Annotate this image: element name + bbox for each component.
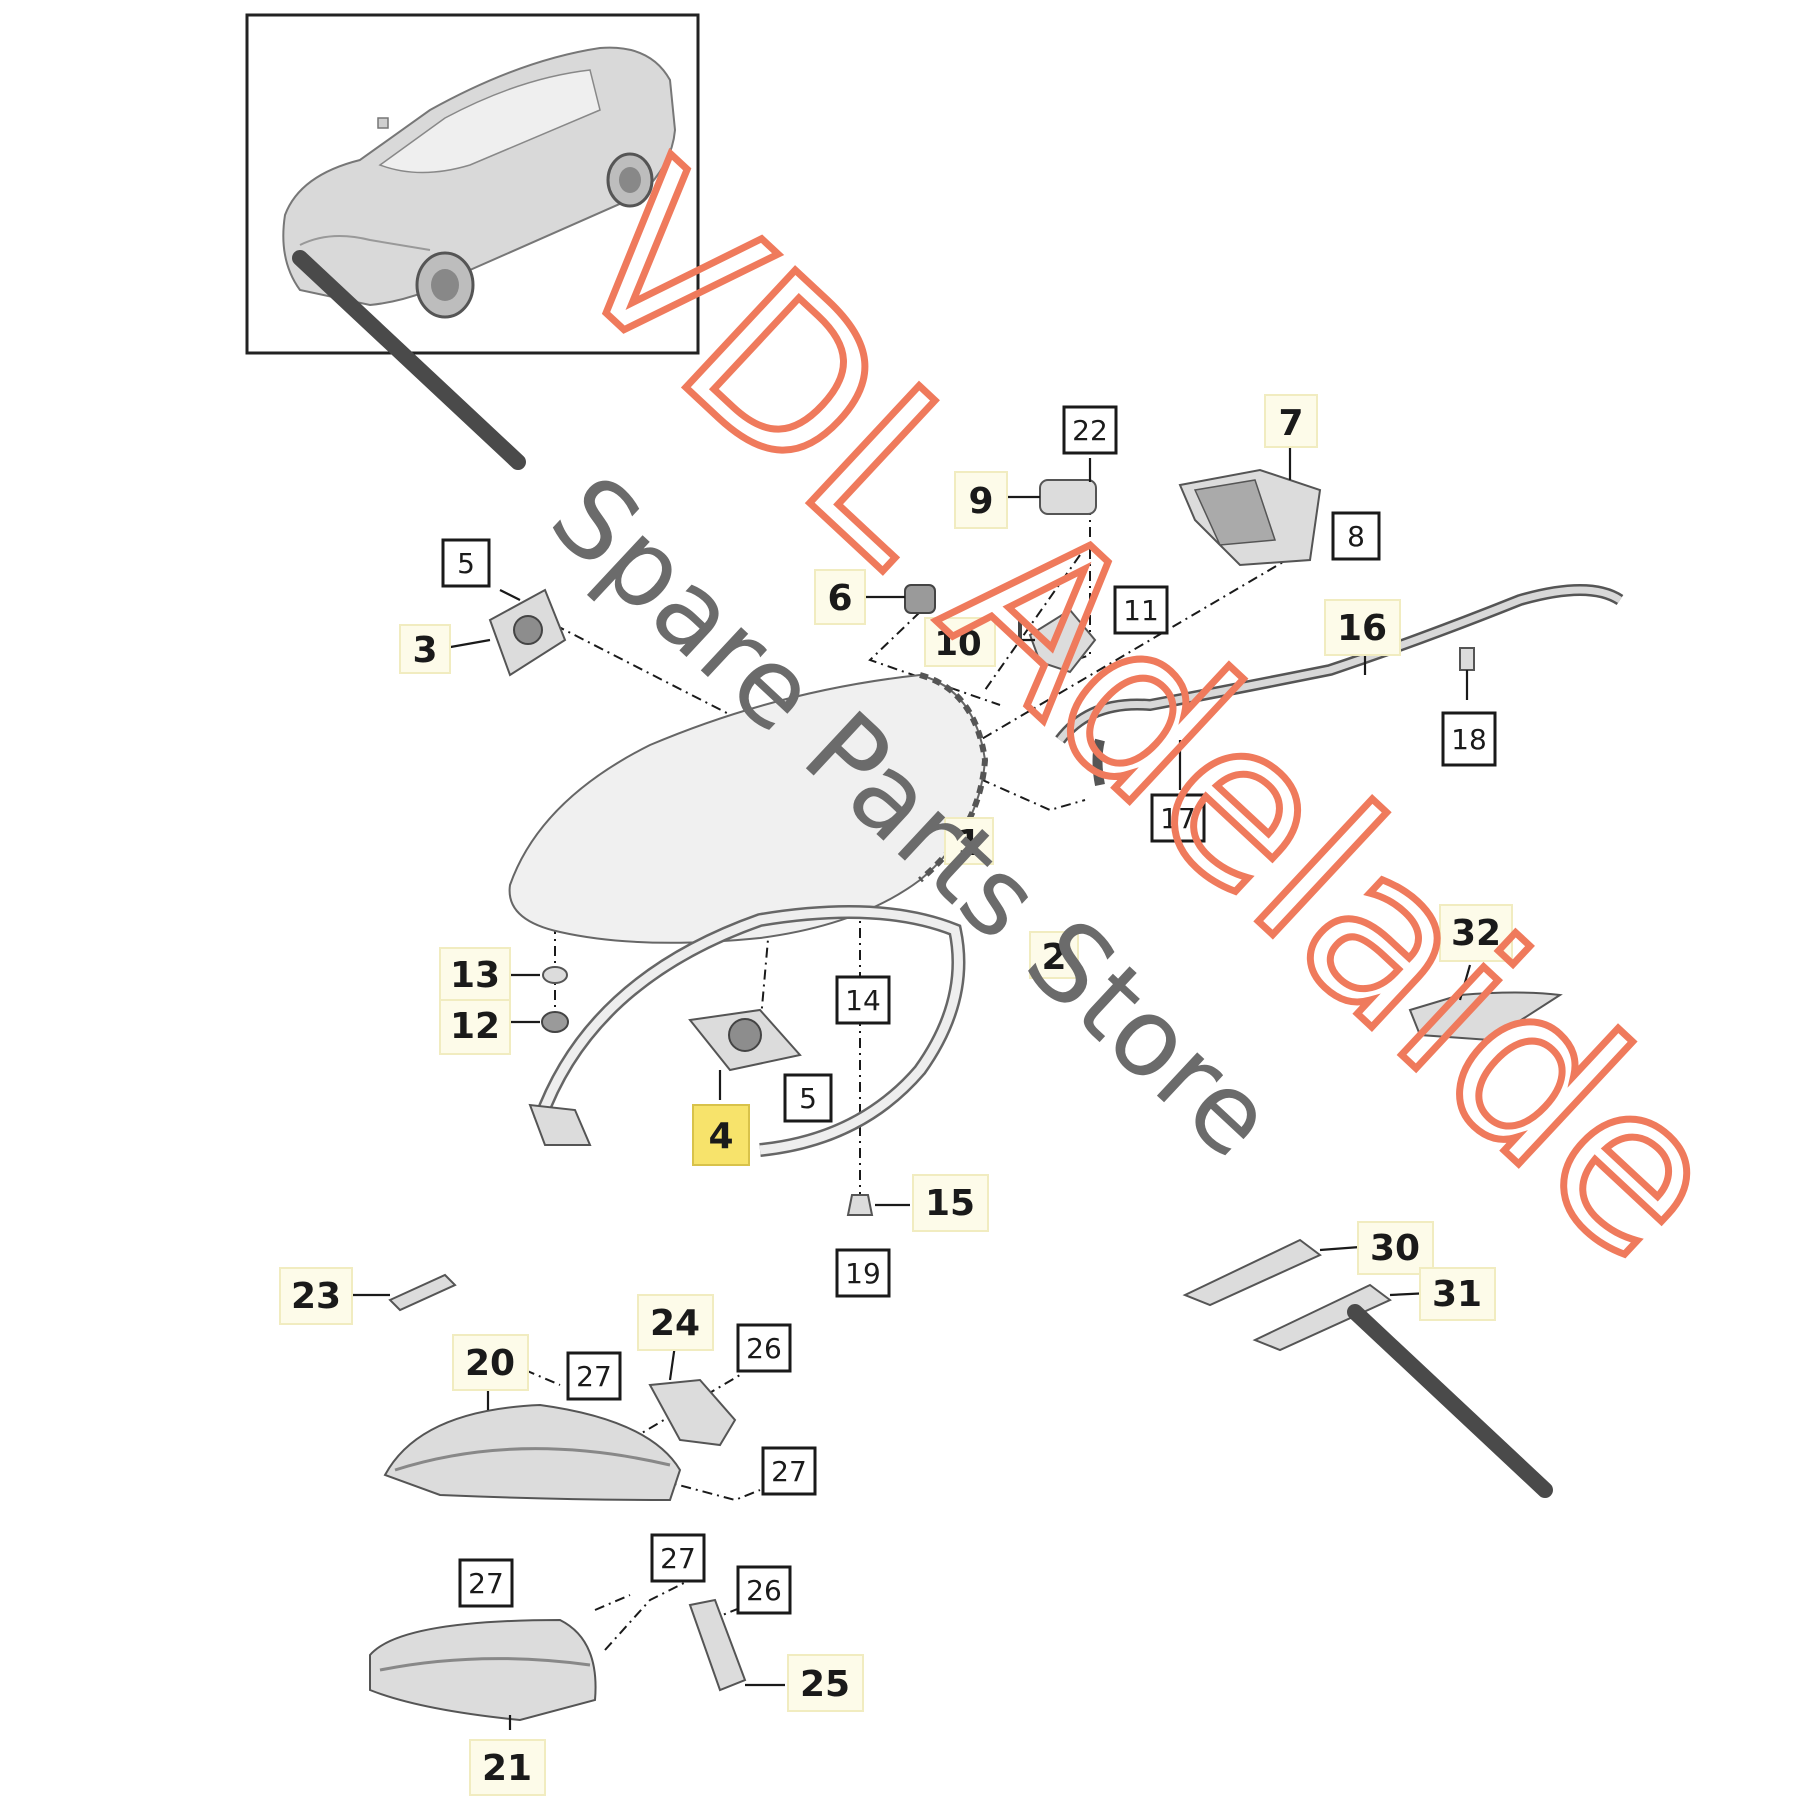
callout-3: 3 — [399, 624, 451, 674]
callout-32: 32 — [1439, 904, 1513, 962]
callout-4-text: 4 — [708, 1116, 733, 1157]
callout-labels: 1 2 3 4 5 5 6 7 — [279, 394, 1513, 1796]
drl-assembly-20 — [383, 1403, 682, 1502]
callout-6-text: 6 — [827, 578, 852, 619]
callout-19: 19 — [835, 1248, 891, 1298]
callout-9-text: 9 — [968, 481, 993, 522]
module-23 — [388, 1273, 457, 1312]
callout-18-text: 18 — [1451, 723, 1487, 756]
callout-26a-text: 26 — [746, 1332, 782, 1365]
callout-31: 31 — [1419, 1267, 1496, 1321]
callout-21: 21 — [469, 1739, 546, 1796]
callout-8: 8 — [1331, 511, 1381, 561]
callout-22-text: 22 — [1072, 414, 1108, 447]
drl-assembly-21 — [369, 1618, 597, 1722]
strip-30 — [1182, 1238, 1322, 1307]
vehicle-inset — [245, 13, 700, 355]
screws-12-13 — [541, 966, 569, 1033]
callout-15: 15 — [912, 1174, 989, 1232]
callout-30: 30 — [1357, 1221, 1434, 1275]
callout-30-text: 30 — [1370, 1228, 1420, 1269]
callout-26b-text: 26 — [746, 1574, 782, 1607]
callout-7-text: 7 — [1278, 403, 1303, 444]
callout-27d-text: 27 — [660, 1542, 696, 1575]
callout-14-text: 14 — [845, 984, 881, 1017]
callout-21-text: 21 — [482, 1748, 532, 1789]
plug-6 — [904, 584, 936, 614]
callout-27b-text: 27 — [771, 1455, 807, 1488]
callout-9: 9 — [954, 471, 1008, 529]
callout-22: 22 — [1062, 405, 1118, 455]
callout-18: 18 — [1441, 711, 1497, 767]
callout-13: 13 — [439, 947, 511, 1001]
callout-4: 4 — [692, 1104, 750, 1166]
callout-23: 23 — [279, 1267, 353, 1325]
bracket-10 — [1018, 608, 1097, 674]
control-module-4 — [688, 1008, 802, 1072]
callout-16-text: 16 — [1337, 608, 1387, 649]
callout-10-text: 10 — [934, 624, 981, 664]
callout-20-text: 20 — [465, 1343, 515, 1384]
clip-18 — [1459, 647, 1475, 671]
watermark-line-top — [292, 250, 526, 470]
cover-7 — [1178, 468, 1322, 567]
headlight-housing — [508, 672, 989, 944]
callout-23-text: 23 — [291, 1276, 341, 1317]
callout-1: 1 — [944, 817, 994, 865]
callout-7: 7 — [1264, 394, 1318, 448]
callout-12: 12 — [439, 999, 511, 1055]
callout-2-text: 2 — [1041, 937, 1066, 978]
callout-2: 2 — [1029, 931, 1079, 979]
callout-10: 10 — [924, 617, 996, 667]
callout-25: 25 — [787, 1654, 864, 1712]
callout-31-text: 31 — [1432, 1274, 1482, 1315]
callout-27a-text: 27 — [576, 1360, 612, 1393]
watermark-line-bottom — [1347, 1304, 1553, 1498]
callout-26b: 26 — [736, 1565, 792, 1615]
callout-24-text: 24 — [650, 1303, 700, 1344]
callout-5a-text: 5 — [457, 547, 475, 580]
callout-11-text: 11 — [1123, 594, 1159, 627]
callout-13-text: 13 — [450, 955, 500, 996]
callout-24: 24 — [637, 1294, 714, 1351]
nut-15 — [846, 1194, 874, 1216]
control-module-3 — [488, 588, 567, 677]
callout-14: 14 — [835, 975, 891, 1025]
strip-31 — [1252, 1283, 1392, 1352]
callout-17-text: 17 — [1160, 802, 1196, 835]
callout-15-text: 15 — [925, 1183, 975, 1224]
callout-25-text: 25 — [800, 1664, 850, 1705]
callout-27c: 27 — [458, 1558, 514, 1608]
callout-1-text: 1 — [956, 823, 981, 864]
callout-6: 6 — [814, 569, 866, 625]
callout-26a: 26 — [736, 1323, 792, 1373]
bracket-25 — [688, 1598, 747, 1692]
callout-27d: 27 — [650, 1533, 706, 1583]
callout-32-text: 32 — [1451, 913, 1501, 954]
callout-5b: 5 — [783, 1073, 833, 1123]
callout-8-text: 8 — [1347, 520, 1365, 553]
callout-17: 17 — [1150, 793, 1206, 843]
callout-3-text: 3 — [412, 630, 437, 671]
headlight-seal-gasket — [528, 905, 966, 1157]
callout-27a: 27 — [566, 1351, 622, 1401]
callout-19-text: 19 — [845, 1257, 881, 1290]
callout-5a: 5 — [441, 538, 491, 588]
trim-32 — [1408, 991, 1563, 1042]
callout-20: 20 — [452, 1334, 529, 1391]
callout-11: 11 — [1113, 585, 1169, 635]
callout-27c-text: 27 — [468, 1567, 504, 1600]
bracket-24 — [648, 1378, 737, 1447]
callout-16: 16 — [1324, 599, 1401, 656]
callout-12-text: 12 — [450, 1006, 500, 1047]
hose-16 — [1055, 584, 1624, 786]
callout-27b: 27 — [761, 1446, 817, 1496]
callout-5b-text: 5 — [799, 1082, 817, 1115]
vehicle-illustration — [282, 46, 677, 319]
